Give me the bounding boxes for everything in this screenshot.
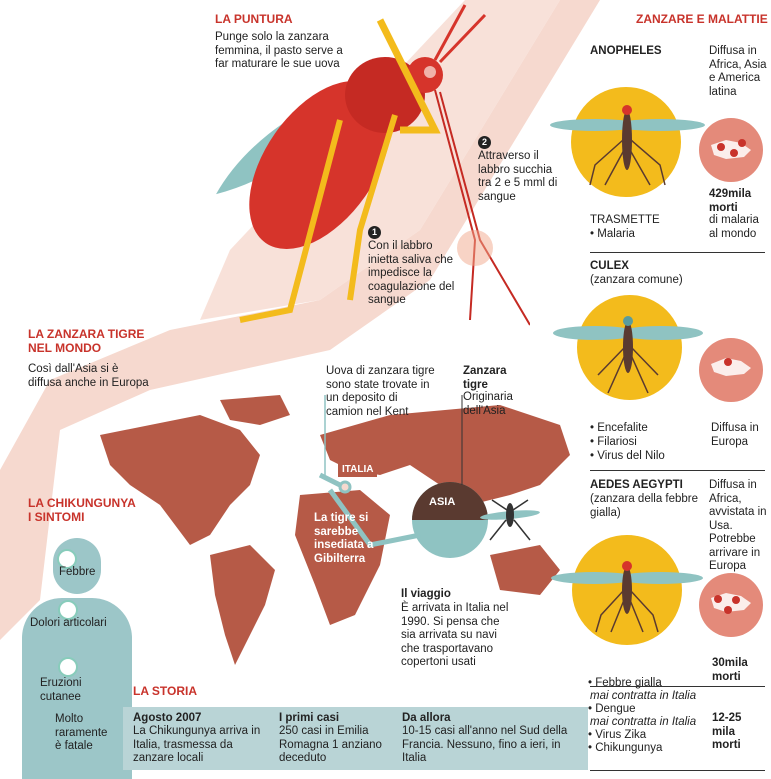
anopheles-trasmette-label: TRASMETTE (590, 214, 660, 226)
anopheles-diffusa: Diffusa in Africa, Asia e America latina (709, 45, 767, 98)
map-pin-icon (711, 139, 751, 159)
culex-subtitle: (zanzara comune) (590, 274, 683, 286)
culex-name: CULEX (590, 260, 629, 272)
symptom-bubble-icon (57, 549, 77, 569)
symptom-item: Molto raramente è fatale (55, 713, 108, 752)
step-2-text: Attraverso il labbro succhia tra 2 e 5 m… (478, 150, 558, 203)
culex-disease: • Filariosi (590, 436, 637, 448)
aedes-morti1: 30mila morti (712, 657, 748, 683)
aedes-disease: • Virus Zika (588, 729, 647, 741)
anopheles-morti-head: 429mila morti (709, 188, 752, 214)
puntura-title: LA PUNTURA (215, 12, 293, 26)
tigre-mondo-text: Così dall'Asia si è diffusa anche in Eur… (28, 363, 149, 389)
culex-disease: • Encefalite (590, 422, 648, 434)
divider (590, 470, 765, 471)
culex-diffusa: Diffusa in Europa (711, 422, 759, 448)
puntura-text: Punge solo la zanzara femmina, il pasto … (215, 31, 343, 70)
culex-mosquito-icon (553, 316, 703, 394)
gibilterra-note: La tigre si sarebbe insediata a Gibilter… (314, 512, 374, 565)
kent-note: Uova di zanzara tigre sono state trovate… (326, 365, 435, 418)
storia-title: LA STORIA (133, 684, 198, 698)
map-pin-icon (711, 358, 751, 376)
map-label-italia: ITALIA (338, 462, 378, 477)
step-1-text: Con il labbro inietta saliva che impedis… (368, 240, 455, 306)
map-label-asia: ASIA (429, 496, 456, 508)
viaggio-title: Il viaggio (401, 588, 451, 600)
anopheles-name: ANOPHELES (590, 45, 662, 57)
storia-col-text: 250 casi in Emilia Romagna 1 anziano dec… (279, 725, 382, 764)
storia-col-head: Agosto 2007 (133, 712, 202, 724)
storia-col-head: I primi casi (279, 712, 340, 724)
aedes-disease: • Febbre gialla (588, 677, 662, 689)
zanzara-tigre-text: Originaria dell'Asia (463, 391, 513, 417)
human-body-silhouette (22, 598, 132, 779)
divider (590, 686, 765, 687)
aedes-mosquito-icon (551, 561, 703, 633)
malattie-title: ZANZARE E MALATTIE (636, 12, 768, 26)
anopheles-disease: • Malaria (590, 228, 635, 240)
step-1-badge: 1 (368, 222, 381, 240)
symptom-item: Dolori articolari (30, 617, 107, 629)
map-pin-icon (711, 593, 751, 614)
aedes-disease: • Chikungunya (588, 742, 663, 754)
viaggio-text: È arrivata in Italia nel 1990. Si pensa … (401, 602, 509, 668)
aedes-disease-note: mai contratta in Italia (590, 716, 697, 728)
step-2-badge: 2 (478, 132, 491, 150)
mosquito-illustration (213, 4, 530, 326)
symptom-item: Febbre (59, 566, 96, 578)
zanzara-tigre-title: Zanzara tigre (463, 365, 507, 391)
symptom-bubble-icon (58, 657, 78, 677)
tigre-mondo-title: LA ZANZARA TIGRE NEL MONDO (28, 327, 145, 355)
divider (590, 252, 765, 253)
aedes-disease-note: mai contratta in Italia (590, 690, 697, 702)
aedes-morti2: 12-25 mila morti (712, 712, 742, 751)
aedes-name: AEDES AEGYPTI (590, 479, 683, 491)
storia-col-text: 10-15 casi all'anno nel Sud della Franci… (402, 725, 568, 764)
symptom-item: Eruzioni cutanee (40, 677, 82, 703)
aedes-disease: • Dengue (588, 703, 636, 715)
anopheles-mosquito-icon (550, 105, 705, 186)
aedes-diffusa: Diffusa in Africa, avvistata in Usa. Pot… (709, 479, 767, 572)
divider (590, 770, 765, 771)
storia-col-text: La Chikungunya arriva in Italia, trasmes… (133, 725, 261, 764)
symptom-bubble-icon (58, 600, 78, 620)
aedes-subtitle: (zanzara della febbre gialla) (590, 493, 699, 519)
storia-panel (123, 707, 588, 770)
storia-col-head: Da allora (402, 712, 451, 724)
culex-disease: • Virus del Nilo (590, 450, 665, 462)
world-map (100, 395, 570, 665)
anopheles-morti-text: di malaria al mondo (709, 214, 759, 240)
chikungunya-title: LA CHIKUNGUNYA I SINTOMI (28, 496, 136, 524)
